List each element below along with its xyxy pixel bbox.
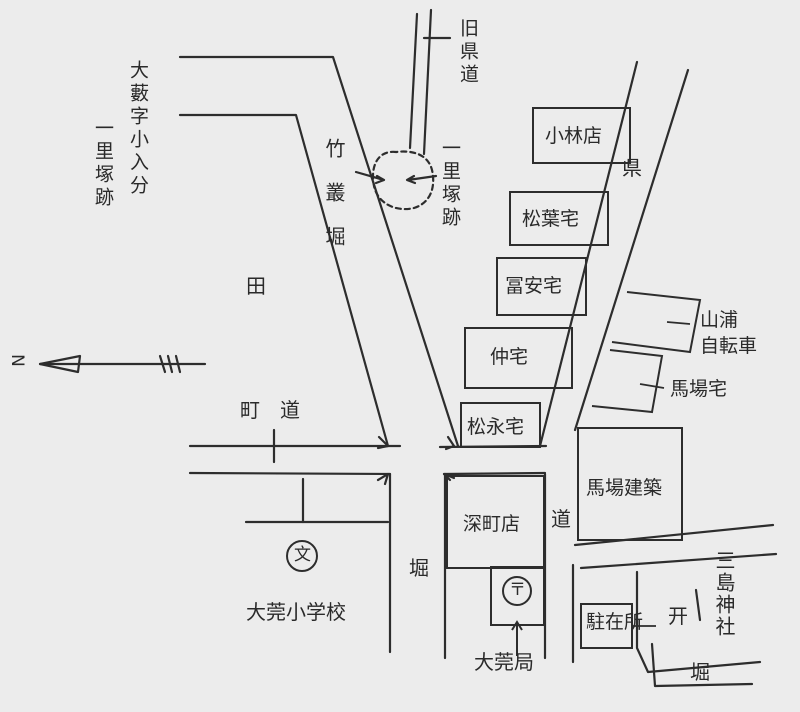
compass-tick-1 — [158, 354, 167, 374]
yamaura-label-line2: 自転車 — [700, 335, 758, 357]
post-office-icon: 〒 — [509, 580, 526, 600]
machi-dou-label: 町 道 — [240, 398, 300, 422]
prefectural-road-left-line — [538, 60, 639, 448]
lower-bori-label: 堀 — [409, 556, 429, 580]
torii-icon: 开 — [668, 604, 688, 628]
building-matsuba — [509, 191, 609, 246]
shrine-bori-line-2 — [650, 642, 754, 688]
building-baba-kenchiku — [577, 427, 683, 541]
matsuba-label: 松葉宅 — [522, 208, 580, 230]
tomiyasu-label: 冨安宅 — [505, 275, 563, 297]
ta-label: 田 — [246, 274, 266, 298]
school-symbol-ring — [286, 540, 318, 572]
school-label: 大莞小学校 — [246, 600, 346, 624]
building-naka — [464, 327, 573, 389]
building-yamaura — [611, 291, 702, 354]
ichiri-left-label: 一里塚跡 — [92, 118, 114, 210]
naka-label: 仲宅 — [490, 346, 529, 368]
post-office-label: 大莞局 — [474, 650, 534, 674]
old-road-left-line — [408, 12, 419, 150]
baba-kenchiku-label: 馬場建築 — [586, 477, 663, 499]
chikusou-bori-label: 竹叢堀 — [322, 138, 346, 270]
building-tomiyasu — [496, 257, 587, 316]
shrine-bori-line-1 — [635, 570, 762, 674]
baba-house-leader — [639, 383, 665, 389]
yamaura-leader — [666, 321, 691, 325]
chikusou-bori-outer-line — [178, 55, 460, 448]
town-road-lower-line-right — [442, 471, 547, 476]
chikusou-bori-inner-line — [178, 113, 390, 448]
dou-label: 道 — [551, 507, 571, 531]
post-symbol-ring — [502, 576, 532, 606]
yamaura-label-line1: 山浦 — [700, 309, 739, 331]
kobayashi-label: 小林店 — [545, 125, 603, 147]
old-road-right-line — [422, 8, 433, 156]
building-baba-house — [591, 349, 664, 414]
compass-head — [38, 354, 82, 374]
town-road-lower-line-left — [188, 471, 392, 476]
matsunaga-label: 松永宅 — [467, 416, 525, 438]
building-matsunaga — [460, 402, 541, 448]
town-road-arrow-left — [376, 472, 390, 486]
ken-label: 県 — [622, 156, 642, 180]
ichiri-zuka-mound-outline — [371, 150, 435, 211]
compass-tick-3 — [174, 354, 182, 374]
building-kobayashi — [532, 107, 631, 164]
compass-tick-2 — [166, 354, 174, 374]
post-office-arrow — [511, 620, 523, 656]
right-road-bottom-line — [579, 552, 778, 570]
right-road-top-line — [573, 523, 775, 547]
ichiri-left-arrow — [354, 170, 386, 185]
shrine-bori-line-3 — [694, 588, 702, 622]
old-road-label: 旧県道 — [457, 18, 479, 87]
baba-house-label: 馬場宅 — [670, 378, 728, 400]
shrine-bori-label: 堀 — [690, 660, 710, 684]
school-icon: 文 — [294, 545, 311, 565]
ichiri-right-arrow — [405, 174, 438, 185]
oaza-koiri-label: 大藪字小入分 — [127, 60, 149, 198]
mishima-shrine-label: 三島神社 — [712, 550, 736, 638]
chuzaisho-label: 駐在所 — [586, 611, 644, 633]
fukamachi-label: 深町店 — [463, 513, 521, 535]
ichiri-right-label: 一里塚跡 — [439, 138, 461, 230]
prefectural-road-right-line — [573, 68, 690, 432]
